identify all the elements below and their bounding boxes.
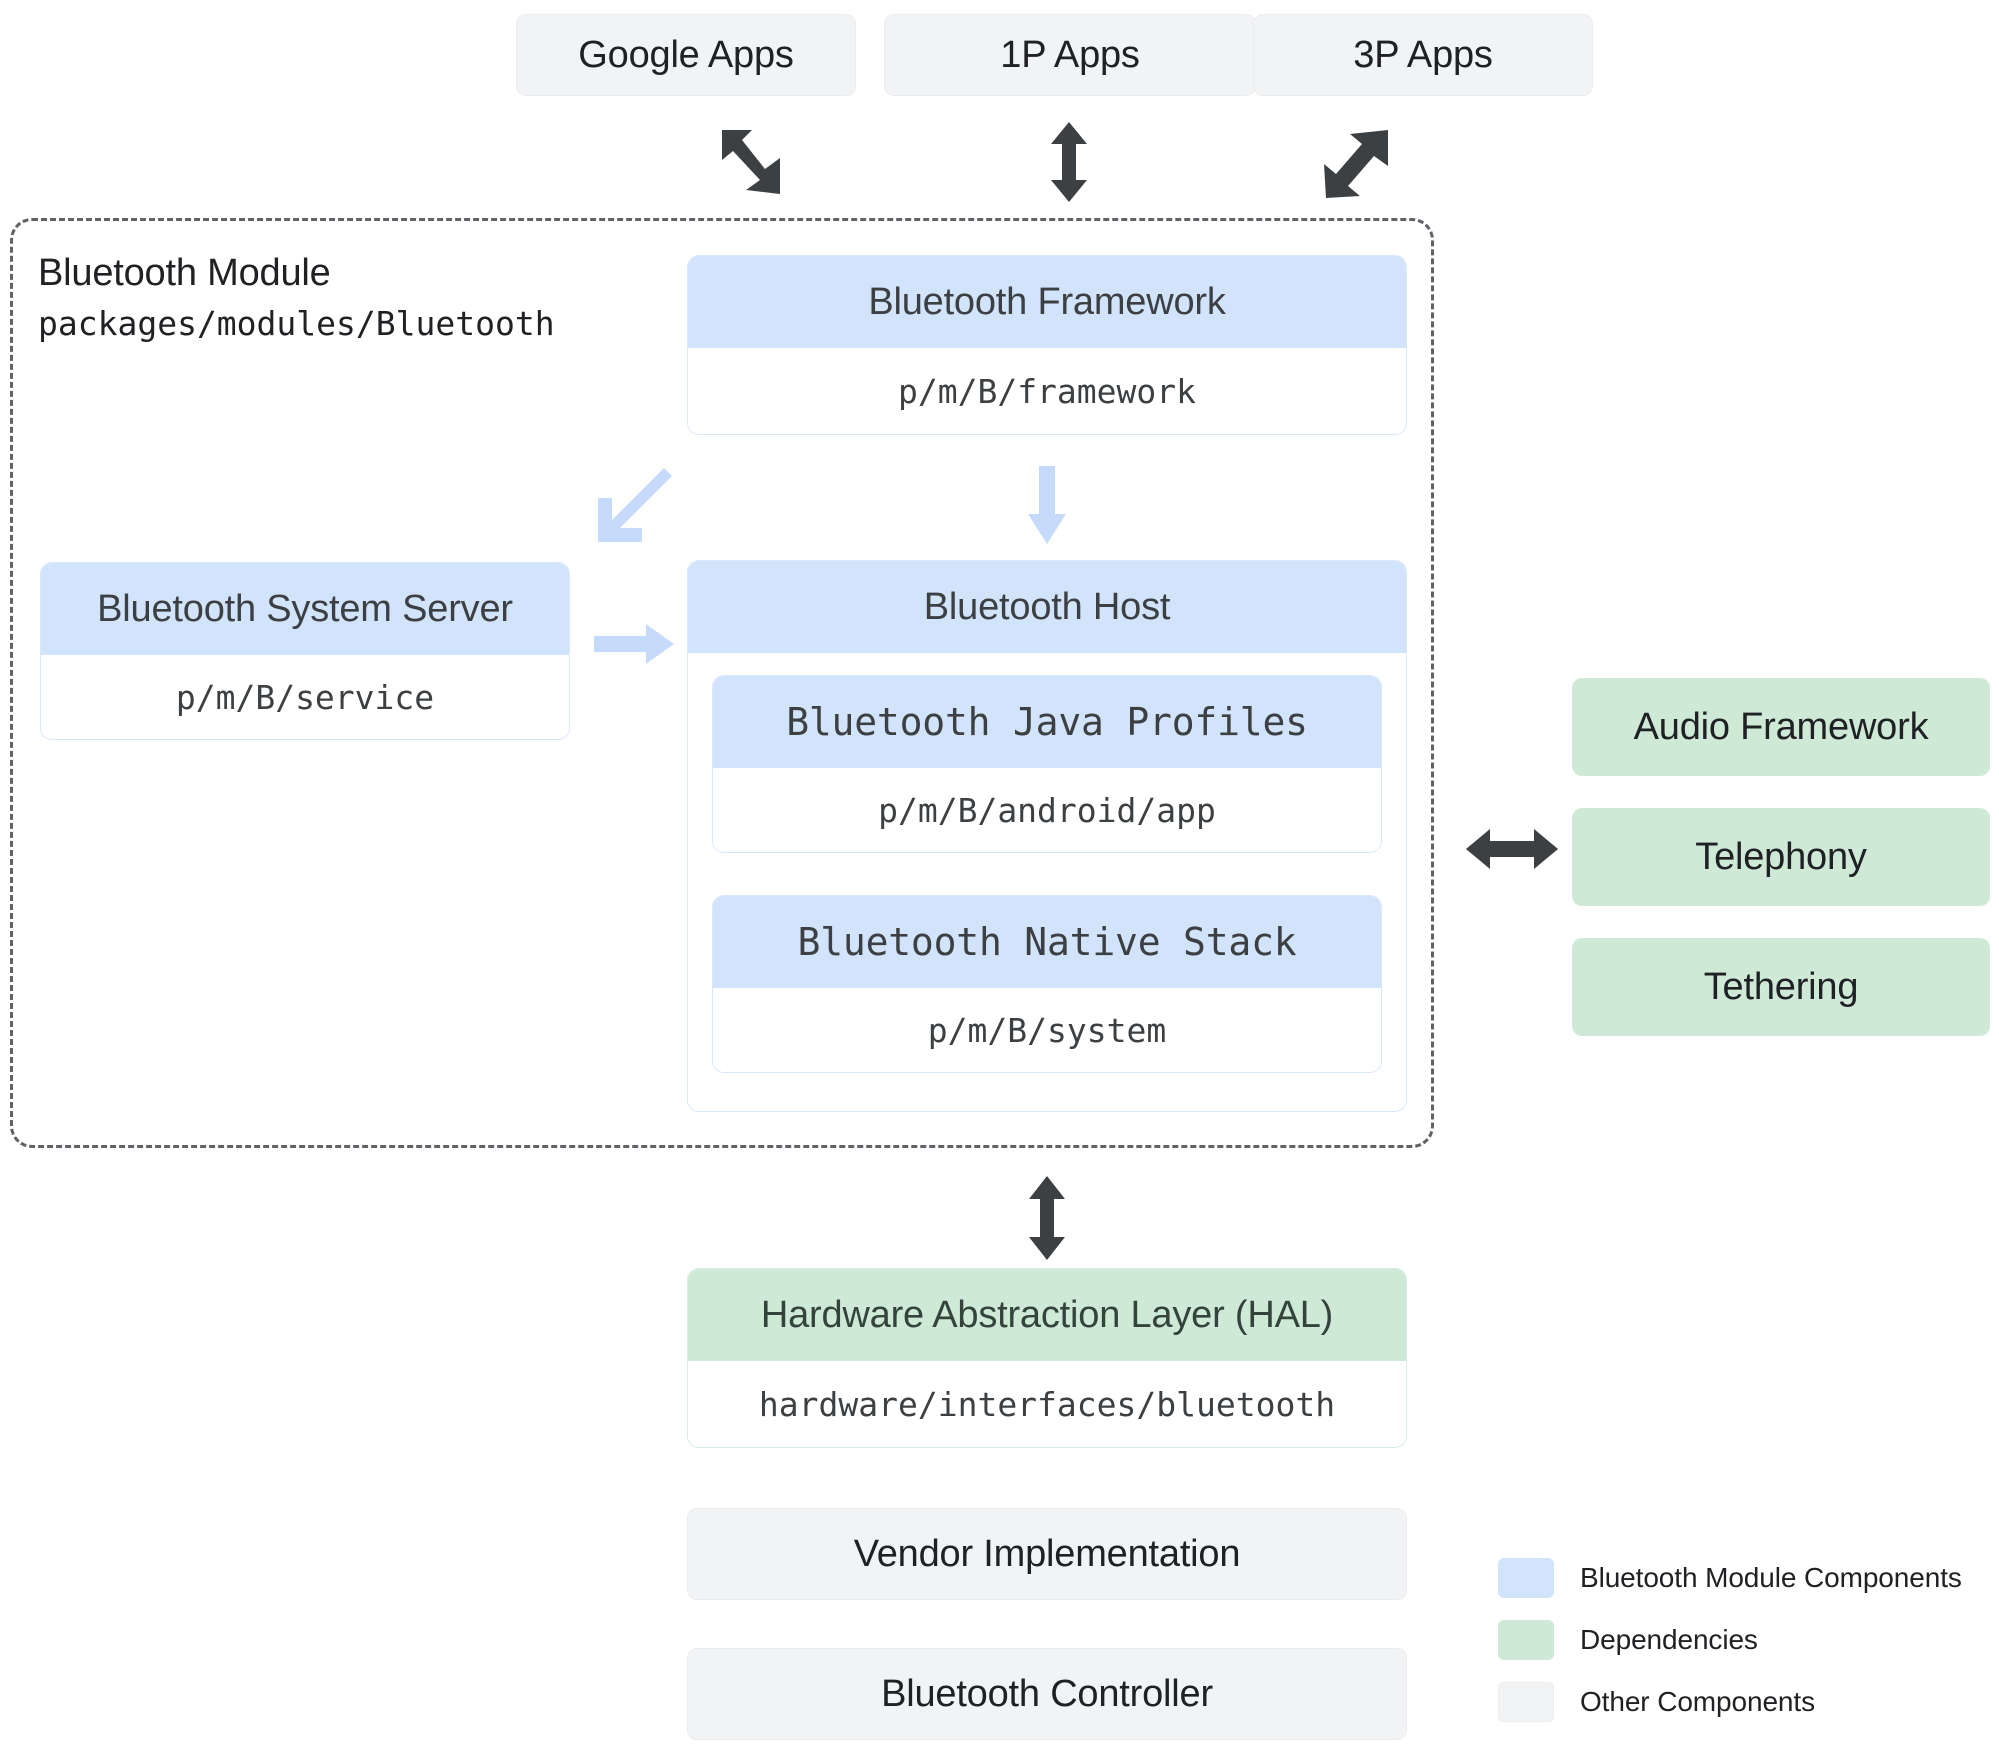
app-box-3p-apps[interactable]: 3P Apps bbox=[1253, 14, 1593, 96]
legend: Bluetooth Module Components Dependencies… bbox=[1498, 1556, 1962, 1742]
legend-item-other-components: Other Components bbox=[1498, 1680, 1928, 1724]
hal-path: hardware/interfaces/bluetooth bbox=[688, 1361, 1406, 1447]
arrow-framework-to-system-server bbox=[592, 468, 672, 548]
module-title: Bluetooth Module bbox=[38, 252, 331, 294]
module-path: packages/modules/Bluetooth bbox=[38, 304, 555, 343]
bluetooth-java-profiles-card[interactable]: Bluetooth Java Profiles p/m/B/android/ap… bbox=[712, 675, 1382, 853]
dependency-box-tethering[interactable]: Tethering bbox=[1572, 938, 1990, 1036]
arrow-module-to-hal bbox=[1025, 1176, 1069, 1260]
bluetooth-controller-box[interactable]: Bluetooth Controller bbox=[687, 1648, 1407, 1740]
legend-swatch-blue bbox=[1498, 1558, 1554, 1598]
arrow-system-server-to-host bbox=[594, 622, 674, 666]
app-box-label: Google Apps bbox=[578, 33, 794, 76]
legend-swatch-green bbox=[1498, 1620, 1554, 1660]
arrow-3p-apps-to-module bbox=[1310, 128, 1392, 200]
arrow-framework-to-host bbox=[1026, 466, 1068, 544]
bluetooth-framework-title: Bluetooth Framework bbox=[688, 256, 1406, 348]
bluetooth-host-card[interactable]: Bluetooth Host Bluetooth Java Profiles p… bbox=[687, 560, 1407, 1112]
hal-title: Hardware Abstraction Layer (HAL) bbox=[688, 1269, 1406, 1361]
arrow-google-apps-to-module bbox=[718, 128, 800, 200]
bluetooth-controller-label: Bluetooth Controller bbox=[881, 1672, 1213, 1715]
app-box-google-apps[interactable]: Google Apps bbox=[516, 14, 856, 96]
legend-label: Bluetooth Module Components bbox=[1580, 1562, 1962, 1593]
bluetooth-host-title: Bluetooth Host bbox=[688, 561, 1406, 653]
bluetooth-native-stack-title: Bluetooth Native Stack bbox=[713, 896, 1381, 988]
arrow-1p-apps-to-module bbox=[1047, 122, 1091, 202]
dependency-box-audio-framework[interactable]: Audio Framework bbox=[1572, 678, 1990, 776]
legend-label: Dependencies bbox=[1580, 1624, 1758, 1655]
bluetooth-module-container bbox=[10, 218, 1434, 1148]
bluetooth-framework-path: p/m/B/framework bbox=[688, 348, 1406, 434]
bluetooth-system-server-path: p/m/B/service bbox=[41, 655, 569, 739]
app-box-label: 3P Apps bbox=[1353, 33, 1493, 76]
arrow-host-to-dependencies bbox=[1466, 826, 1558, 872]
hal-card[interactable]: Hardware Abstraction Layer (HAL) hardwar… bbox=[687, 1268, 1407, 1448]
legend-item-dependencies: Dependencies bbox=[1498, 1618, 1928, 1662]
bluetooth-native-stack-path: p/m/B/system bbox=[713, 988, 1381, 1072]
bluetooth-java-profiles-title: Bluetooth Java Profiles bbox=[713, 676, 1381, 768]
dependency-label: Telephony bbox=[1695, 835, 1867, 878]
legend-item-module-components: Bluetooth Module Components bbox=[1498, 1556, 1962, 1600]
bluetooth-framework-card[interactable]: Bluetooth Framework p/m/B/framework bbox=[687, 255, 1407, 435]
bluetooth-java-profiles-path: p/m/B/android/app bbox=[713, 768, 1381, 852]
legend-swatch-gray bbox=[1498, 1682, 1554, 1722]
bluetooth-system-server-card[interactable]: Bluetooth System Server p/m/B/service bbox=[40, 562, 570, 740]
app-box-1p-apps[interactable]: 1P Apps bbox=[884, 14, 1256, 96]
legend-label: Other Components bbox=[1580, 1686, 1815, 1717]
vendor-implementation-box[interactable]: Vendor Implementation bbox=[687, 1508, 1407, 1600]
vendor-implementation-label: Vendor Implementation bbox=[853, 1532, 1241, 1575]
app-box-label: 1P Apps bbox=[1000, 33, 1140, 76]
bluetooth-native-stack-card[interactable]: Bluetooth Native Stack p/m/B/system bbox=[712, 895, 1382, 1073]
dependency-box-telephony[interactable]: Telephony bbox=[1572, 808, 1990, 906]
dependency-label: Tethering bbox=[1703, 965, 1859, 1008]
bluetooth-system-server-title: Bluetooth System Server bbox=[41, 563, 569, 655]
dependency-label: Audio Framework bbox=[1633, 705, 1929, 748]
